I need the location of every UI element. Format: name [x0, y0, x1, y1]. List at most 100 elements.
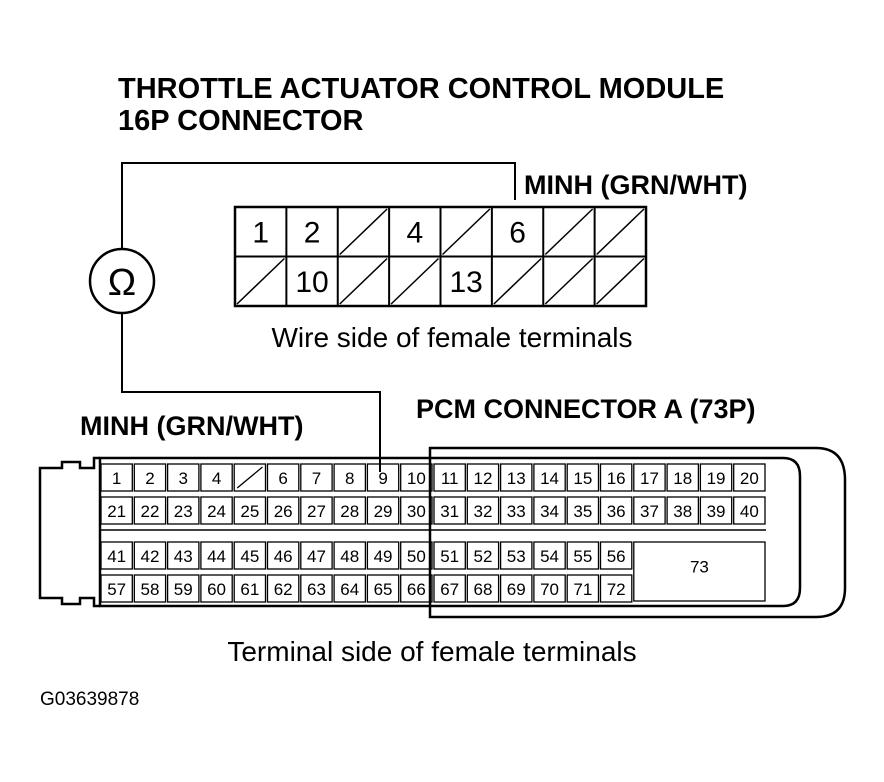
terminal-cavity [699, 496, 733, 525]
empty-cavity-mark [339, 208, 388, 256]
terminal-73p-23: 23 [174, 502, 193, 521]
minh-label-top: MINH (GRN/WHT) [524, 170, 747, 200]
terminal-cavity [166, 463, 200, 492]
ohmmeter-symbol [88, 247, 156, 315]
terminal-73p-51: 51 [440, 547, 459, 566]
terminal-73p-20: 20 [740, 469, 759, 488]
terminal-73p-73: 73 [690, 558, 709, 577]
terminal-cavity [166, 574, 200, 603]
terminal-73p-60: 60 [207, 580, 226, 599]
terminal-cavity [333, 541, 367, 570]
terminal-cavity [300, 496, 333, 525]
terminal-73p-25: 25 [240, 502, 259, 521]
terminal-73p-71: 71 [573, 580, 592, 599]
terminal-cavity [566, 574, 600, 603]
terminal-73p-49: 49 [374, 547, 393, 566]
housing-left-latch [38, 456, 100, 608]
terminal-73p-56: 56 [607, 547, 626, 566]
terminal-cavity [633, 463, 666, 492]
terminal-cavity [599, 574, 633, 603]
terminal-cavity [599, 541, 633, 570]
terminal-73p-18: 18 [673, 469, 692, 488]
meter-lead-bottom [121, 314, 381, 472]
terminal-cavity [100, 463, 133, 492]
terminal-73p-28: 28 [340, 502, 359, 521]
terminal-cavity [666, 496, 700, 525]
terminal-cavity [133, 463, 167, 492]
ohm-icon: Ω [108, 262, 136, 304]
empty-cavity-mark [441, 208, 491, 256]
empty-cavity-mark [544, 208, 594, 256]
terminal-cavity [366, 463, 400, 492]
terminal-73p-35: 35 [573, 502, 592, 521]
terminal-73p-45: 45 [240, 547, 259, 566]
terminal-73p-11: 11 [441, 469, 459, 488]
terminal-73p-54: 54 [540, 547, 559, 566]
terminal-73p-57: 57 [107, 580, 126, 599]
terminal-cavity [566, 541, 600, 570]
terminal-73p-6: 6 [278, 469, 287, 488]
terminal-cavity [200, 541, 233, 570]
terminal-73p-12: 12 [473, 469, 492, 488]
terminal-73p-31: 31 [440, 502, 459, 521]
terminal-73p-41: 41 [107, 547, 126, 566]
terminal-cavity [433, 463, 466, 492]
terminal-cavity [499, 463, 533, 492]
wire-side-caption: Wire side of female terminals [271, 322, 632, 353]
terminal-cavity [533, 463, 566, 492]
terminal-cavity [266, 496, 300, 525]
terminal-73p-36: 36 [607, 502, 626, 521]
terminal-cavity [133, 541, 167, 570]
terminal-cavity [466, 496, 500, 525]
terminal-cavity [366, 496, 400, 525]
terminal-cavity [666, 463, 700, 492]
terminal-cavity [100, 541, 133, 570]
terminal-73p-13: 13 [507, 469, 526, 488]
empty-cavity-mark [544, 257, 594, 305]
terminal-73p-10: 10 [407, 469, 426, 488]
terminal-16p-4: 4 [406, 216, 423, 249]
terminal-73p-42: 42 [140, 547, 159, 566]
terminal-73p-40: 40 [740, 502, 759, 521]
terminal-73p-7: 7 [312, 469, 321, 488]
terminal-73p-38: 38 [673, 502, 692, 521]
terminal-73p-63: 63 [307, 580, 326, 599]
terminal-cavity [433, 541, 466, 570]
diagram-title-line2: 16P CONNECTOR [118, 105, 364, 137]
terminal-cavity [400, 496, 433, 525]
terminal-cavity [233, 463, 267, 492]
terminal-73p-65: 65 [374, 580, 393, 599]
empty-cavity-mark [493, 257, 542, 305]
terminal-73p-69: 69 [507, 580, 526, 599]
terminal-cavity [100, 574, 133, 603]
terminal-cavity [333, 496, 367, 525]
empty-cavity-mark [596, 257, 645, 305]
terminal-73p-37: 37 [640, 502, 659, 521]
terminal-cavity [533, 541, 566, 570]
terminal-73p-46: 46 [274, 547, 293, 566]
empty-cavity-mark [596, 208, 645, 256]
terminal-73p-61: 61 [240, 580, 259, 599]
terminal-73p-53: 53 [507, 547, 526, 566]
terminal-cavity [233, 574, 267, 603]
terminal-cavity [533, 574, 566, 603]
terminal-73p-8: 8 [345, 469, 354, 488]
meter-lead-top [121, 162, 516, 248]
terminal-73p-3: 3 [179, 469, 188, 488]
terminal-16p-10: 10 [295, 266, 328, 299]
terminal-16p-2: 2 [304, 216, 321, 249]
terminal-73p-59: 59 [174, 580, 193, 599]
terminal-cavity [266, 574, 300, 603]
terminal-73p-48: 48 [340, 547, 359, 566]
terminal-cavity [733, 496, 766, 525]
terminal-73p-68: 68 [473, 580, 492, 599]
terminal-73p-64: 64 [340, 580, 359, 599]
terminal-cavity [466, 463, 500, 492]
terminal-cavity [333, 463, 367, 492]
empty-cavity-mark [339, 257, 388, 305]
terminal-73p-26: 26 [274, 502, 293, 521]
terminal-16p-13: 13 [450, 266, 483, 299]
empty-cavity-mark [236, 257, 285, 305]
